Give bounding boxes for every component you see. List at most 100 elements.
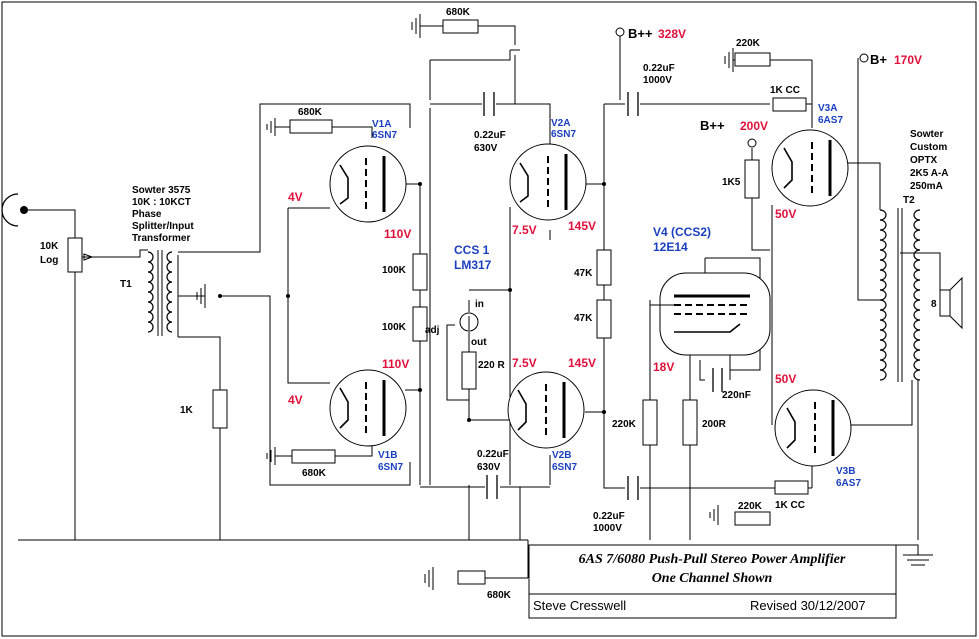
v3b-cathode-voltage: 50V [775, 372, 796, 386]
tube-v2b [507, 371, 585, 449]
tube-v3a [771, 129, 849, 207]
resistor-1k5 [744, 159, 760, 199]
v2a-cathode-voltage: 7.5V [512, 223, 537, 237]
cap-out-top-value: 0.22uF [643, 63, 675, 74]
output-transformer-t2 [879, 208, 921, 382]
t1-desc-5: Transformer [132, 233, 190, 244]
v2b-type: 6SN7 [552, 462, 577, 473]
ccs1-pin-in: in [475, 299, 484, 310]
resistor-220k-v4 [642, 399, 658, 446]
resistor-1kcc-top [772, 97, 807, 112]
t1-desc-3: Phase [132, 209, 162, 220]
ccs1-pin-adj: adj [425, 325, 440, 336]
t2-desc-2: Custom [910, 142, 947, 153]
r-680k-bottom-label: 680K [487, 590, 512, 601]
resistor-200r [682, 399, 698, 446]
resistor-680k-v1a [289, 119, 333, 134]
rail-bpp2-voltage: 200V [740, 119, 768, 133]
tube-v3b [774, 389, 852, 467]
rail-terminal-bpp2 [747, 138, 757, 148]
t1-desc-1: Sowter 3575 [132, 185, 191, 196]
cap-couple-bottom [486, 475, 498, 499]
t2-ref: T2 [903, 195, 915, 206]
v3b-name: V3B [836, 466, 855, 477]
resistor-220k-bottom [734, 511, 771, 526]
ccs1-pin-out: out [471, 337, 487, 348]
speaker-icon [939, 276, 963, 330]
t1-desc-2: 10K : 10KCT [132, 197, 191, 208]
v1a-type: 6SN7 [372, 130, 397, 141]
v1b-type: 6SN7 [378, 462, 403, 473]
v2a-type: 6SN7 [551, 129, 576, 140]
t1-ref: T1 [120, 279, 132, 290]
ccs1-type: LM317 [454, 258, 492, 272]
t2-desc-1: Sowter [910, 129, 943, 140]
r-1k-input-label: 1K [180, 405, 194, 416]
volume-pot[interactable] [67, 237, 83, 273]
cap-out-top [627, 92, 639, 116]
v3a-name: V3A [818, 103, 837, 114]
title-line-1: 6AS 7/6080 Push-Pull Stereo Power Amplif… [579, 552, 846, 567]
cap-out-bottom-rating: 1000V [593, 523, 622, 534]
v3b-type: 6AS7 [836, 478, 861, 489]
v4-name: V4 (CCS2) [653, 225, 711, 239]
r-220k-top-label: 220K [736, 38, 761, 49]
resistor-680k-v1b [291, 449, 336, 464]
cap-out-top-rating: 1000V [643, 75, 672, 86]
cap-couple-top-value: 0.22uF [474, 130, 506, 141]
pot-wiper-arrow [83, 253, 94, 261]
rail-bpp-voltage: 328V [658, 27, 686, 41]
r-47k-a-label: 47K [574, 268, 593, 279]
rail-bpp2-label: B++ [700, 118, 725, 133]
tube-v4 [650, 258, 771, 370]
tube-v1b [329, 369, 407, 447]
resistor-100k-b [412, 306, 428, 342]
rail-terminal-bpp [615, 27, 625, 37]
pot-value-label: 10K [40, 241, 59, 252]
r-680k-v1b-label: 680K [302, 468, 327, 479]
r-1kcc-top-label: 1K CC [770, 85, 800, 96]
v1a-cathode-voltage: 4V [288, 190, 303, 204]
t2-desc-4: 2K5 A-A [910, 168, 949, 179]
v1a-name: V1A [372, 119, 391, 130]
v1b-name: V1B [378, 450, 397, 461]
rail-bpp-label: B++ [628, 26, 653, 41]
cap-couple-bottom-rating: 630V [477, 462, 501, 473]
transformer-t1 [147, 250, 173, 336]
resistor-680k-bottom [457, 570, 486, 585]
r-100k-a-label: 100K [382, 265, 407, 276]
resistor-1k-input [212, 389, 228, 429]
v4-grid-voltage: 18V [653, 360, 674, 374]
junction-dots [218, 182, 606, 422]
t1-desc-4: Splitter/Input [132, 221, 194, 232]
wiring [18, 25, 941, 579]
r-100k-b-label: 100K [382, 322, 407, 333]
v2a-plate-voltage: 145V [568, 219, 596, 233]
v4-type: 12E14 [653, 240, 688, 254]
v1a-plate-voltage: 110V [384, 227, 411, 241]
t2-desc-3: OPTX [910, 155, 938, 166]
r-220k-bottom-label: 220K [738, 501, 763, 512]
cap-couple-top [483, 92, 495, 116]
r-220k-v4-label: 220K [612, 419, 637, 430]
r-1k5-label: 1K5 [722, 177, 741, 188]
title-block [528, 544, 897, 619]
tube-v1a [329, 145, 407, 223]
resistor-220k-top [734, 52, 771, 67]
resistor-220r [461, 351, 477, 390]
rail-bp-voltage: 170V [894, 53, 922, 67]
resistor-47k-a [596, 249, 612, 286]
cap-220nf [712, 368, 723, 392]
rail-terminal-bp [859, 53, 869, 63]
resistor-680k-top [442, 19, 479, 34]
speaker-impedance: 8 [931, 299, 937, 310]
r-1kcc-bottom-label: 1K CC [775, 500, 805, 511]
revised-label: Revised 30/12/2007 [750, 598, 866, 613]
ccs1-name: CCS 1 [454, 243, 490, 257]
cap-couple-top-rating: 630V [474, 143, 498, 154]
input-jack[interactable] [1, 193, 28, 227]
r-200r-label: 200R [702, 419, 727, 430]
rail-bp-label: B+ [870, 52, 887, 67]
